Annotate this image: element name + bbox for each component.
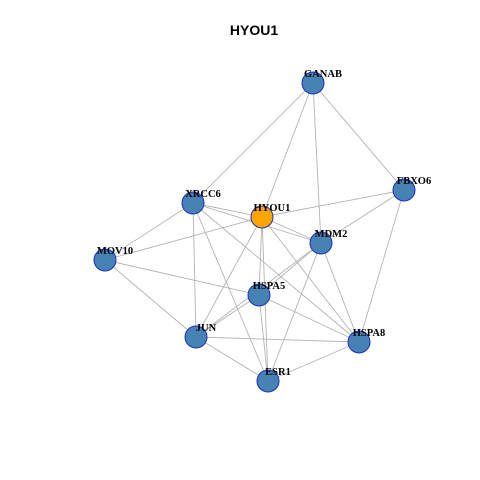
edge-fbxo6-hspa8 [358, 189, 405, 343]
edge-hyou1-jun [195, 216, 263, 338]
edge-fbxo6-hyou1 [261, 189, 405, 218]
node-esr1 [256, 369, 280, 393]
node-hspa8 [347, 330, 371, 354]
edge-xrcc6-hspa8 [192, 202, 360, 343]
edge-fbxo6-mdm2 [320, 189, 405, 244]
node-mov10 [93, 248, 117, 272]
node-jun [184, 325, 208, 349]
node-label-ganab: GANAB [304, 69, 342, 80]
edge-ganab-fbxo6 [312, 82, 405, 191]
edge-mdm2-hspa5 [258, 242, 322, 296]
node-label-hspa5: HSPA5 [253, 281, 285, 292]
edge-hspa5-jun [195, 294, 260, 338]
node-fbxo6 [392, 178, 416, 202]
node-label-fbxo6: FBXO6 [397, 176, 431, 187]
node-label-xrcc6: XRCC6 [185, 189, 221, 200]
edge-hspa5-esr1 [258, 294, 269, 382]
node-label-esr1: ESR1 [265, 367, 291, 378]
edge-jun-esr1 [195, 336, 269, 382]
node-mdm2 [309, 231, 333, 255]
edge-hspa5-hspa8 [258, 294, 360, 343]
node-ganab [301, 71, 325, 95]
edge-hyou1-hspa8 [261, 216, 360, 343]
node-label-jun: JUN [196, 323, 217, 334]
node-hyou1 [250, 205, 274, 229]
edge-mdm2-hspa8 [320, 242, 360, 343]
edge-hyou1-mov10 [104, 216, 263, 261]
edge-ganab-mdm2 [312, 82, 322, 244]
edge-ganab-xrcc6 [192, 82, 314, 204]
node-label-hyou1: HYOU1 [254, 203, 291, 214]
edge-xrcc6-jun [192, 202, 197, 338]
edge-esr1-hspa8 [267, 341, 360, 382]
node-hspa5 [247, 283, 271, 307]
edge-xrcc6-mov10 [104, 202, 194, 261]
edge-ganab-hyou1 [261, 82, 314, 218]
node-label-hspa8: HSPA8 [353, 328, 385, 339]
node-label-mov10: MOV10 [97, 246, 133, 257]
edge-xrcc6-hyou1 [192, 202, 263, 218]
edge-mov10-jun [104, 259, 197, 338]
edge-hyou1-hspa5 [258, 216, 263, 296]
nodes-layer [93, 71, 416, 393]
figure-title: HYOU1 [230, 22, 278, 38]
edge-mov10-hspa5 [104, 259, 260, 296]
node-label-mdm2: MDM2 [315, 229, 348, 240]
edge-jun-hspa8 [195, 336, 360, 343]
node-xrcc6 [181, 191, 205, 215]
